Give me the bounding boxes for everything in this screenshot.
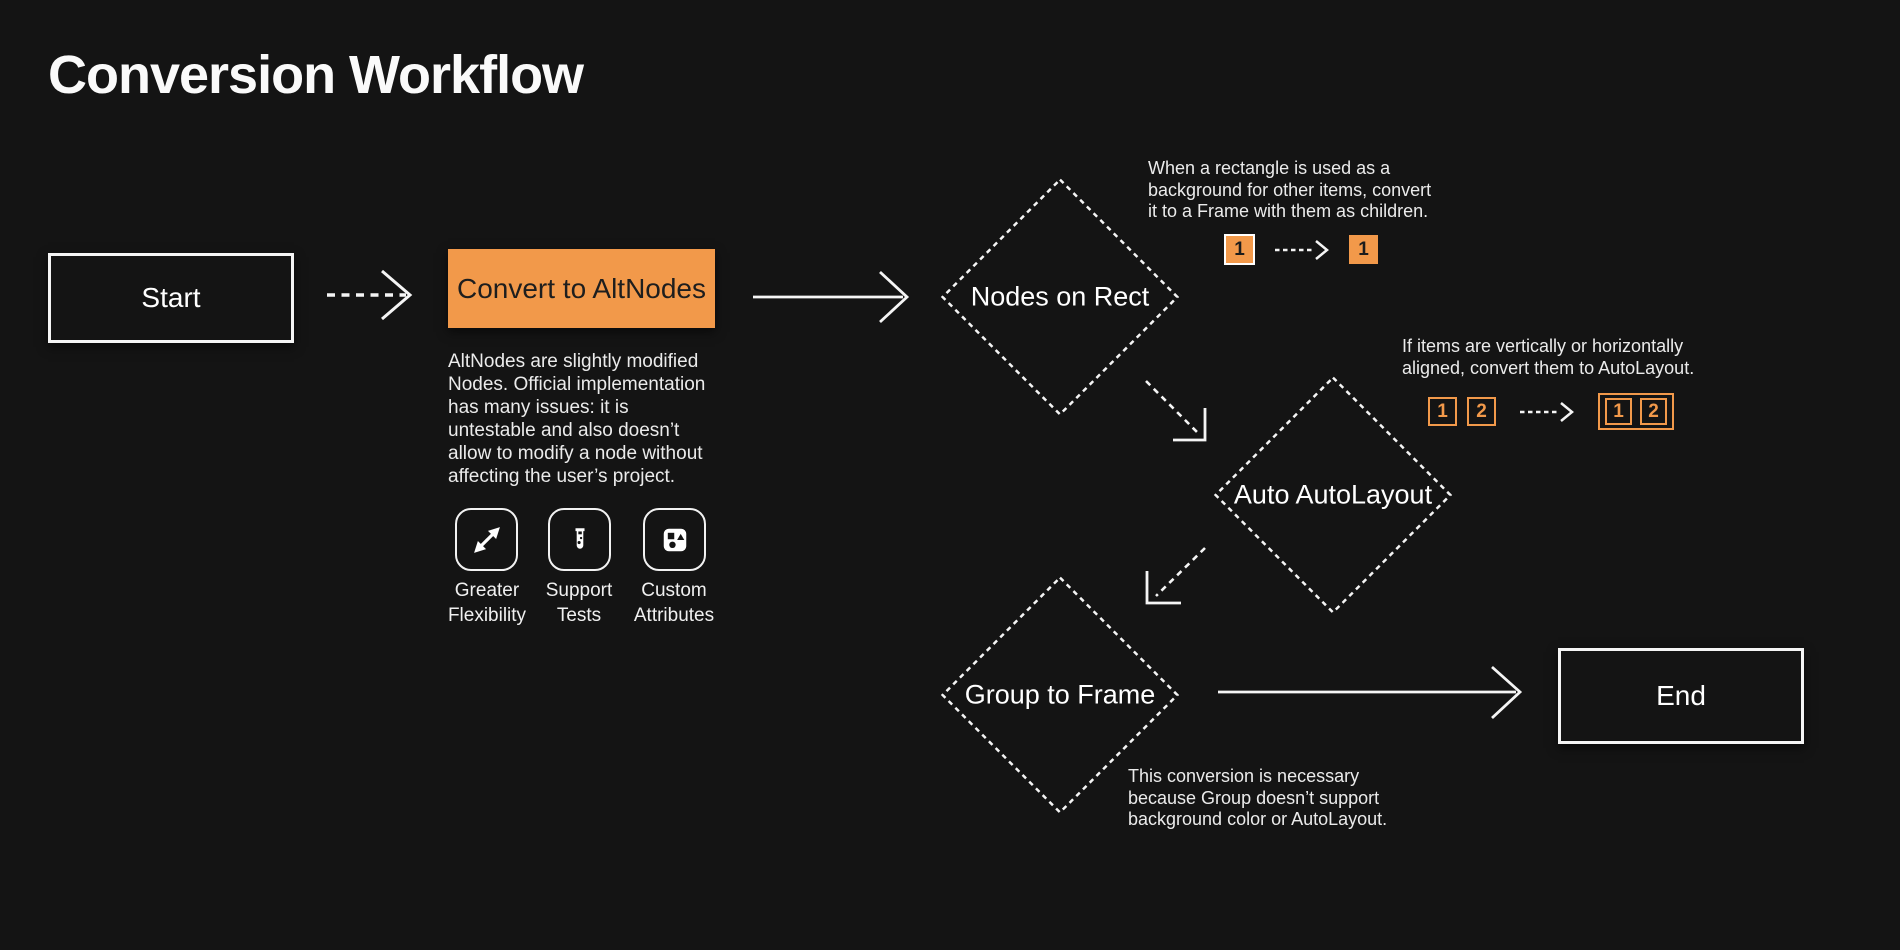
- feature-label-custom-attributes: Custom Attributes: [633, 580, 715, 626]
- grouped-chip-1: 1: [1605, 398, 1632, 425]
- autolayout-group: 1 2: [1598, 393, 1674, 430]
- group-to-frame-note: This conversion is necessary because Gro…: [1128, 766, 1388, 829]
- rect-to-frame-illustration: 1 1: [1224, 234, 1378, 265]
- connector-convert-to-nodesonrect: [753, 270, 910, 324]
- altnodes-description: AltNodes are slightly modified Nodes. Of…: [448, 351, 706, 487]
- feature-custom-attributes: [643, 508, 706, 571]
- nodes-on-rect-note: When a rectangle is used as a background…: [1148, 158, 1432, 221]
- node-end[interactable]: End: [1558, 648, 1804, 744]
- feature-greater-flexibility: [455, 508, 518, 571]
- rect-chip: 1: [1224, 234, 1255, 265]
- node-end-label: End: [1656, 680, 1706, 711]
- connector-grouptoframe-to-end: [1218, 665, 1523, 720]
- diamond-nodes-on-rect[interactable]: [940, 177, 1180, 417]
- diamond-auto-autolayout[interactable]: [1213, 375, 1453, 615]
- autolayout-illustration: 1 2 1 2: [1428, 393, 1674, 430]
- node-group-to-frame-label: Group to Frame: [964, 679, 1156, 710]
- item-chip-1: 1: [1428, 397, 1457, 426]
- item-chip-2: 2: [1467, 397, 1496, 426]
- node-convert-label: Convert to AltNodes: [456, 272, 707, 304]
- node-start[interactable]: Start: [48, 253, 294, 343]
- feature-support-tests: [548, 508, 611, 571]
- node-auto-autolayout-label: Auto AutoLayout: [1233, 479, 1433, 510]
- dashed-arrow-icon: [1520, 401, 1574, 422]
- auto-autolayout-note: If items are vertically or horizontally …: [1402, 336, 1695, 378]
- diamond-group-to-frame[interactable]: [940, 575, 1180, 815]
- shapes-icon: [663, 528, 686, 551]
- grouped-chip-2: 2: [1640, 398, 1667, 425]
- test-tube-icon: [575, 527, 584, 549]
- node-nodes-on-rect-label: Nodes on Rect: [970, 281, 1150, 312]
- frame-chip: 1: [1349, 235, 1378, 264]
- node-convert-to-altnodes[interactable]: Convert to AltNodes: [448, 249, 715, 328]
- expand-arrows-icon: [473, 526, 500, 553]
- connector-nodesonrect-to-autolayout: [1145, 380, 1207, 442]
- connector-start-to-convert: [327, 269, 413, 321]
- feature-label-greater-flexibility: Greater Flexibility: [447, 580, 527, 626]
- feature-label-support-tests: Support Tests: [545, 580, 613, 626]
- node-start-label: Start: [141, 282, 201, 313]
- connector-autolayout-to-grouptoframe: [1145, 547, 1206, 605]
- page-title: Conversion Workflow: [48, 45, 584, 105]
- dashed-arrow-icon: [1275, 239, 1329, 260]
